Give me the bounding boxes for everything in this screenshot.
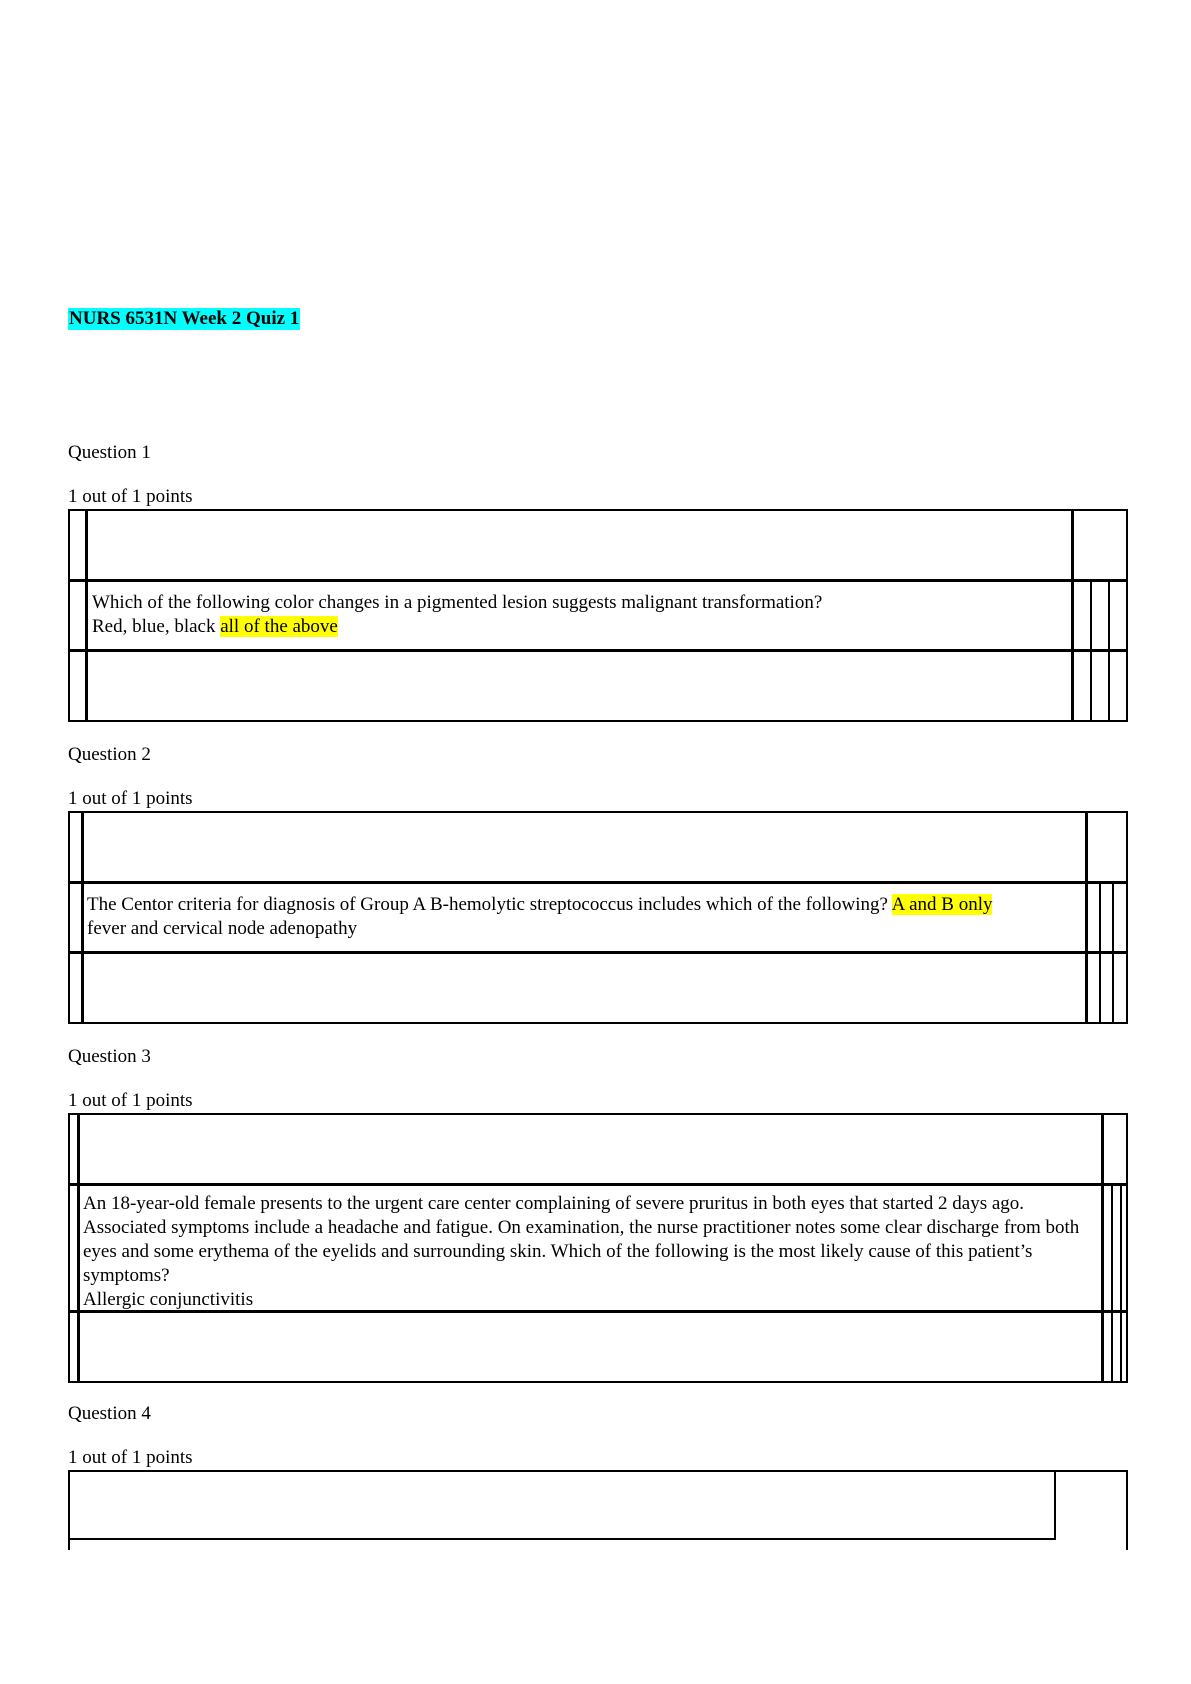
question-2-text: The Centor criteria for diagnosis of Gro… xyxy=(87,894,993,939)
question-1-selected-answer: all of the above xyxy=(220,616,338,637)
question-1-answer-options: Red, blue, black xyxy=(92,616,216,637)
question-2-selected-answer: A and B only xyxy=(891,894,993,915)
question-2-label: Question 2 xyxy=(68,744,151,765)
question-4-points: 1 out of 1 points xyxy=(68,1447,193,1468)
question-4-label: Question 4 xyxy=(68,1403,151,1424)
question-3-text: An 18-year-old female presents to the ur… xyxy=(83,1193,1080,1310)
question-3-label: Question 3 xyxy=(68,1046,151,1067)
question-3-points: 1 out of 1 points xyxy=(68,1090,193,1111)
question-1-label: Question 1 xyxy=(68,442,151,463)
question-3-answer: Allergic conjunctivitis xyxy=(83,1289,254,1310)
question-2-answer-detail: fever and cervical node adenopathy xyxy=(87,918,358,939)
page-title: NURS 6531N Week 2 Quiz 1 xyxy=(68,308,301,330)
question-2-points: 1 out of 1 points xyxy=(68,788,193,809)
question-1-text: Which of the following color changes in … xyxy=(92,592,823,637)
question-1-points: 1 out of 1 points xyxy=(68,486,193,507)
